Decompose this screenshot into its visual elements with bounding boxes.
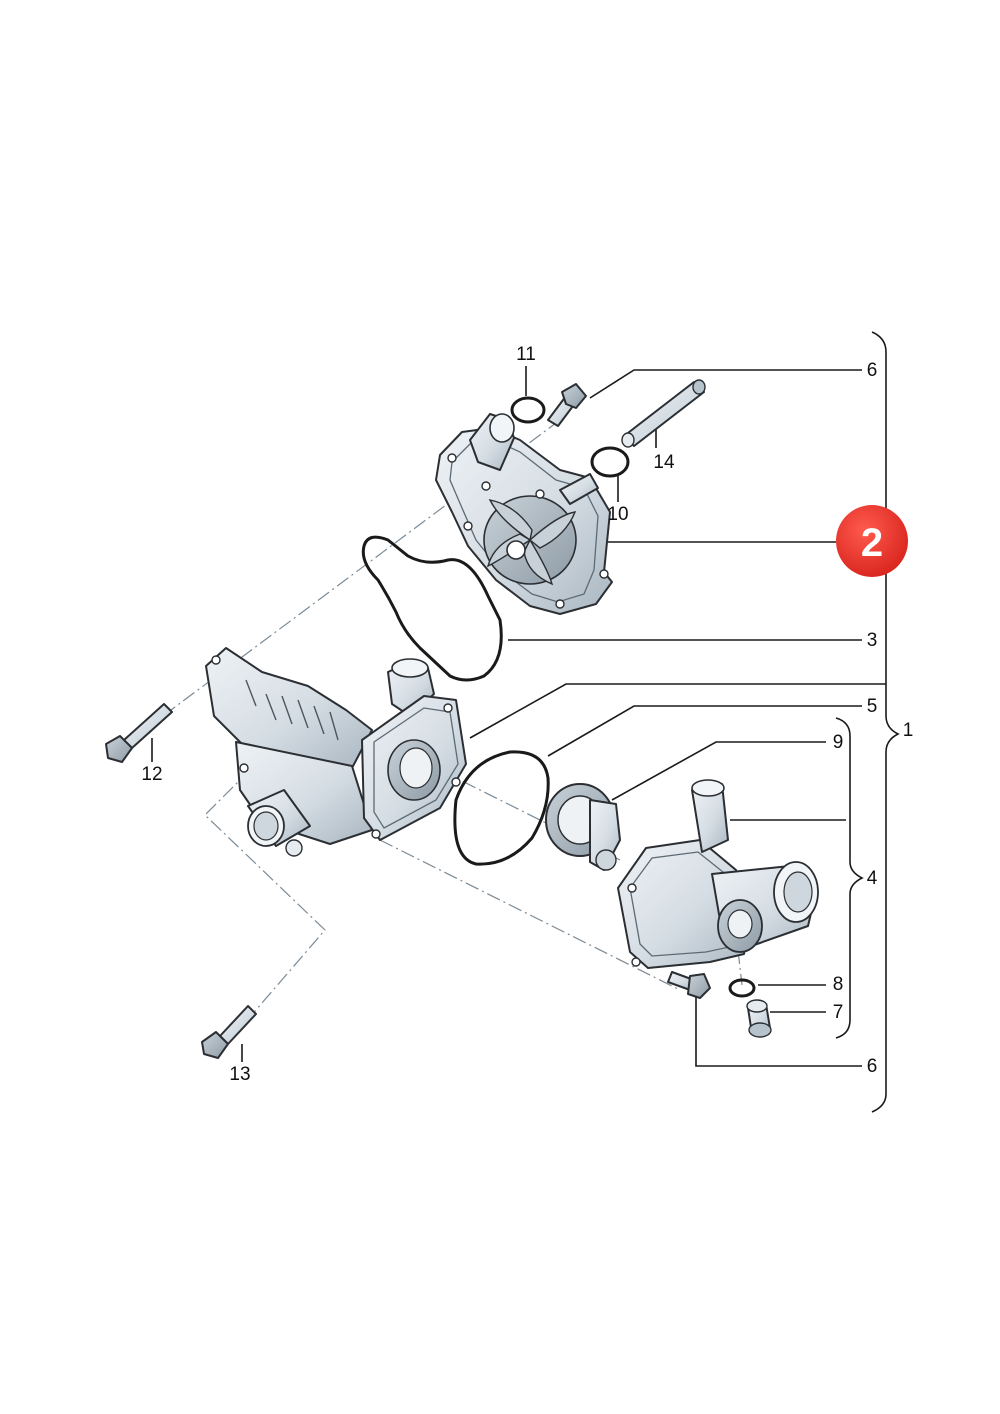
callout-9: 9 <box>833 732 844 753</box>
highlight-badge-label: 2 <box>861 521 883 565</box>
callout-7: 7 <box>833 1002 844 1023</box>
callout-6-top: 6 <box>867 360 878 381</box>
pin-14 <box>621 379 706 448</box>
callout-6-bottom: 6 <box>867 1056 878 1077</box>
thermostat-9 <box>545 783 621 871</box>
highlight-badge: 2 <box>836 505 908 577</box>
callout-3: 3 <box>867 630 878 651</box>
gasket-3 <box>361 535 503 682</box>
thermostat-housing-bracket <box>835 717 864 1039</box>
callout-8: 8 <box>833 974 844 995</box>
bolt-12 <box>105 703 173 763</box>
callout-12: 12 <box>141 764 162 785</box>
callout-5: 5 <box>867 696 878 717</box>
o-ring-10 <box>590 446 630 478</box>
callout-4: 4 <box>867 868 878 889</box>
o-ring-5 <box>453 750 550 866</box>
callout-10: 10 <box>607 504 628 525</box>
callout-labels: 11 6 14 10 3 5 1 9 12 4 8 7 6 13 <box>141 344 913 1085</box>
highlight-badge-circle <box>836 505 908 577</box>
leader-lines <box>151 366 886 1067</box>
bolt-11 <box>547 383 587 427</box>
o-ring-8 <box>728 978 756 998</box>
bolt-6-bottom <box>667 971 711 999</box>
water-pump <box>435 413 613 615</box>
o-ring-11 <box>510 396 546 424</box>
callout-14: 14 <box>653 452 675 473</box>
bolt-13 <box>201 1005 257 1059</box>
callout-11: 11 <box>516 344 536 365</box>
callout-13: 13 <box>229 1064 250 1085</box>
assembly-bracket <box>871 331 900 1113</box>
plug-7 <box>746 999 772 1038</box>
callout-1: 1 <box>903 720 914 741</box>
thermostat-housing <box>617 779 819 969</box>
coolant-housing <box>205 647 467 857</box>
